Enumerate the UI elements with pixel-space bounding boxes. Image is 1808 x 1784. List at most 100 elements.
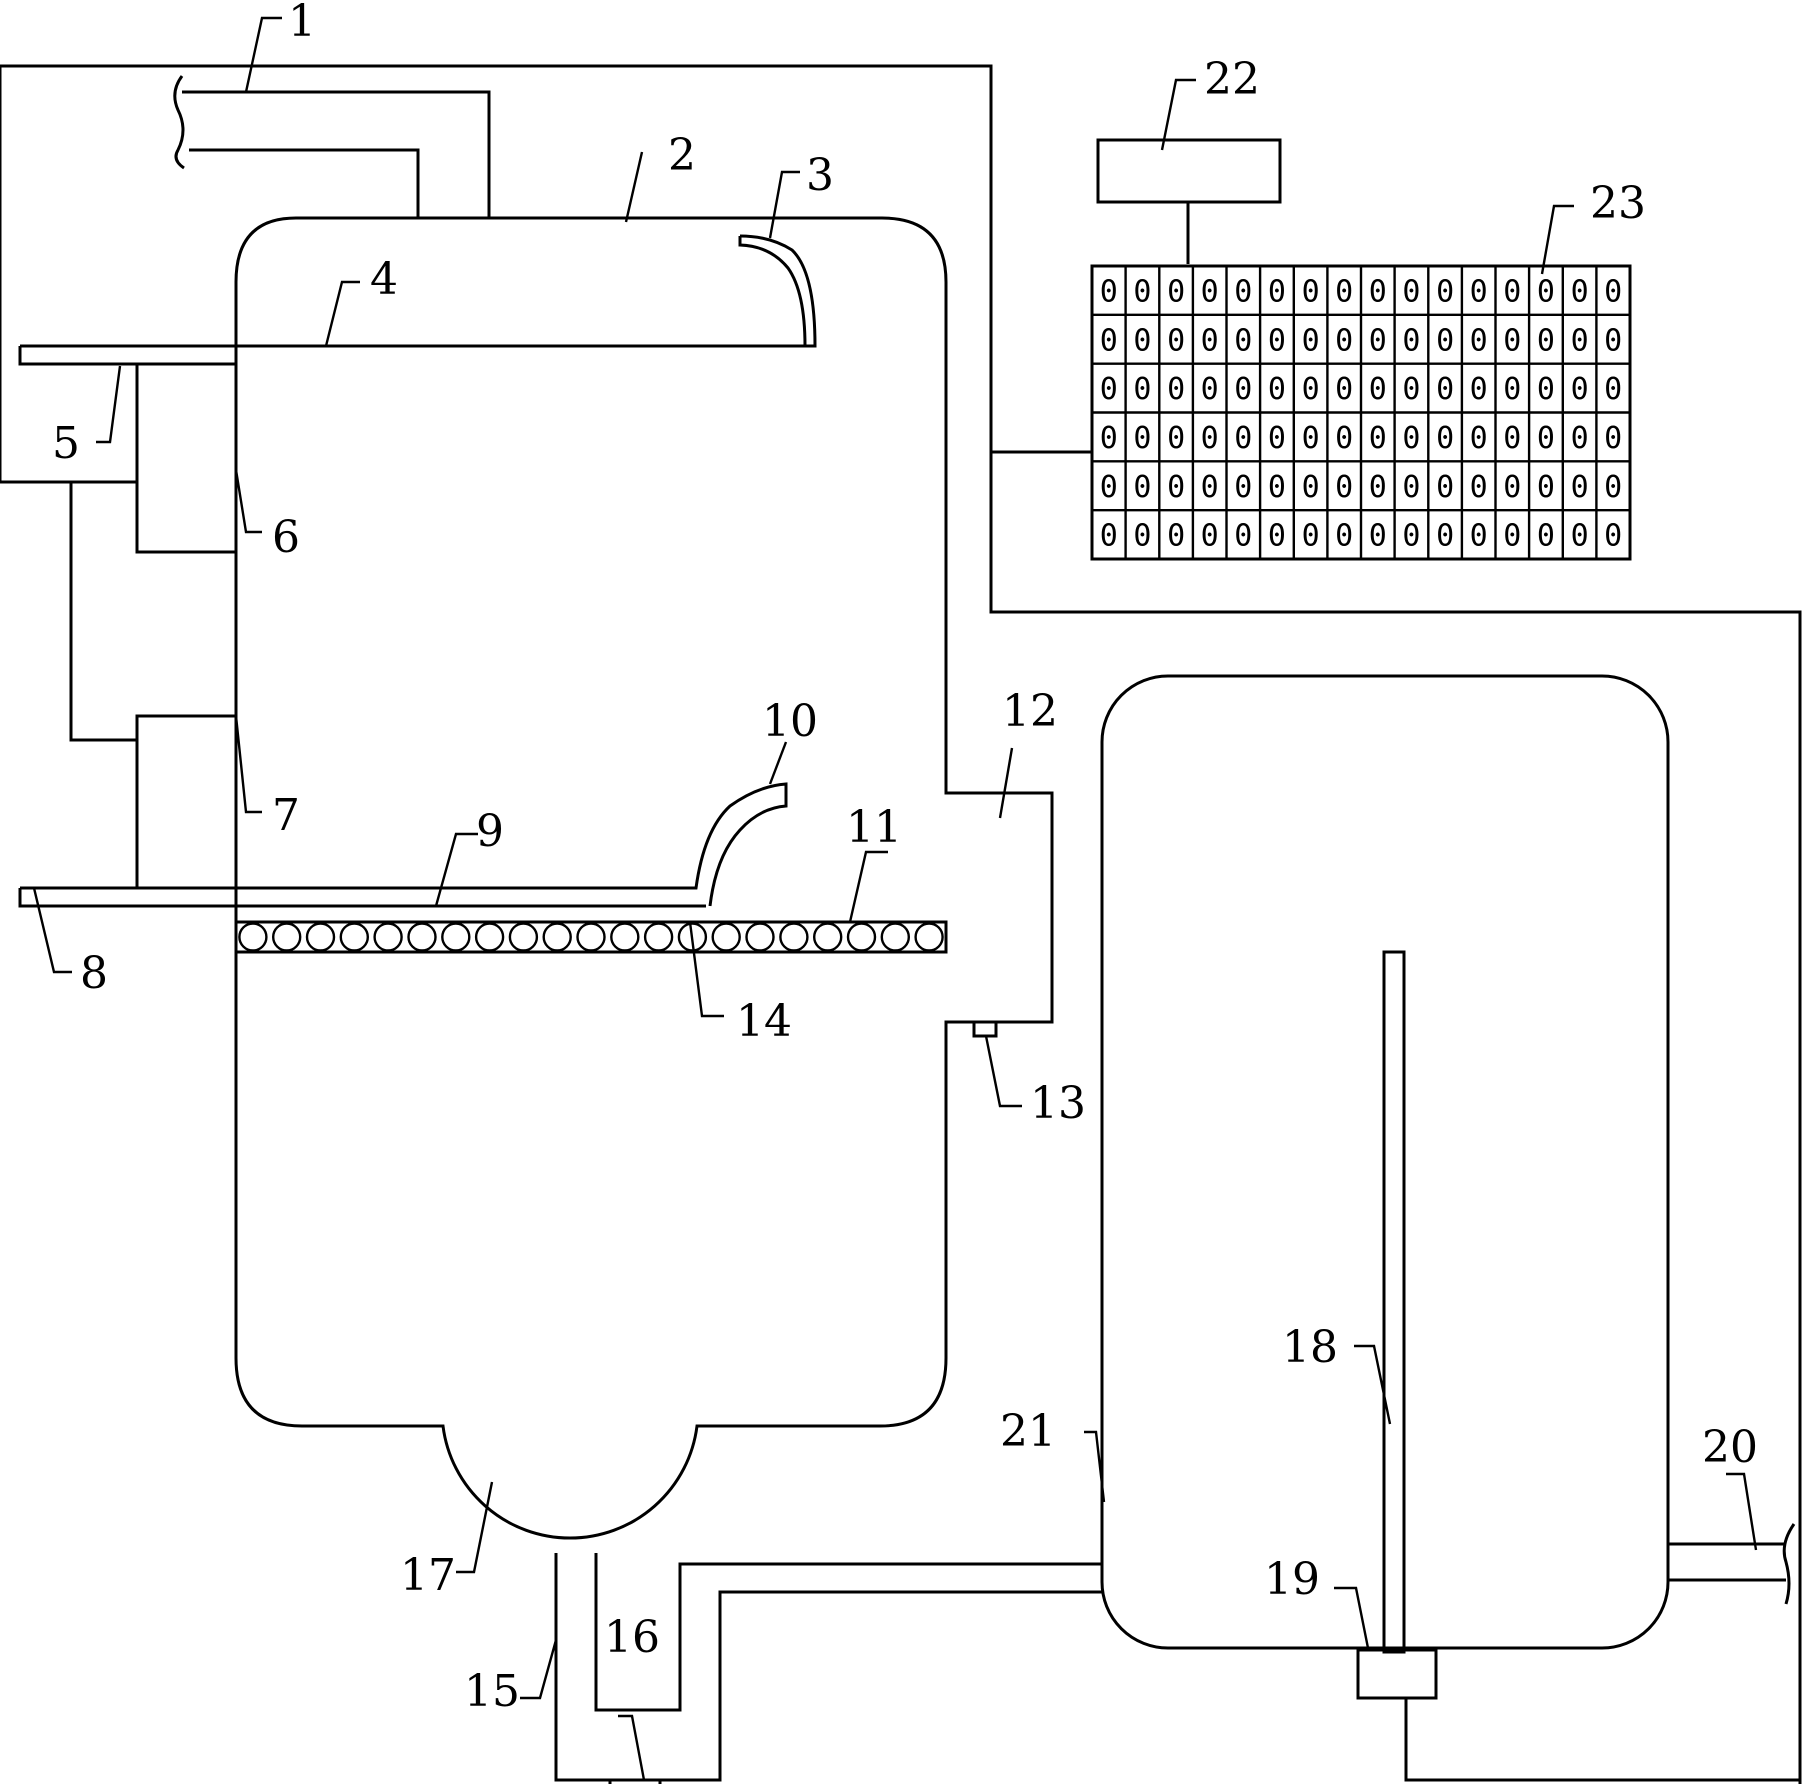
display-digit: 0 (1470, 372, 1488, 407)
display-digit: 0 (1402, 421, 1420, 456)
display-digit: 0 (1167, 421, 1185, 456)
filter-ball (542, 922, 572, 952)
display-digit: 0 (1201, 323, 1219, 358)
rod-base-wire (1404, 1698, 1800, 1782)
lower-spray-top (236, 782, 788, 907)
main-tank (234, 216, 1054, 1540)
display-digit: 0 (1470, 274, 1488, 309)
display-digit: 0 (1302, 323, 1320, 358)
display-digit: 0 (1302, 372, 1320, 407)
display-digit: 0 (1369, 421, 1387, 456)
display-digit: 0 (1571, 274, 1589, 309)
display-digit: 0 (1133, 323, 1151, 358)
display-digit: 0 (1335, 470, 1353, 505)
display-digit: 0 (1268, 323, 1286, 358)
display-digit: 0 (1335, 323, 1353, 358)
display-digit: 0 (1335, 519, 1353, 554)
filter-ball (339, 922, 369, 952)
display-digit: 0 (1268, 519, 1286, 554)
display-digit: 0 (1402, 470, 1420, 505)
display-digit: 0 (1268, 470, 1286, 505)
display-digit: 0 (1167, 470, 1185, 505)
display-digit: 0 (1369, 323, 1387, 358)
display-digit: 0 (1234, 470, 1252, 505)
display-digit: 0 (1470, 323, 1488, 358)
label-3: 3 (806, 150, 834, 201)
display-digit: 0 (1302, 421, 1320, 456)
control-wire-top (0, 64, 1802, 1784)
display-digit: 0 (1369, 519, 1387, 554)
filter-ball (238, 922, 268, 952)
label-4: 4 (370, 254, 398, 305)
inlet-pipe-break (173, 75, 185, 170)
label-7: 7 (272, 790, 300, 841)
display-digit: 0 (1133, 421, 1151, 456)
upper-deflector (738, 236, 807, 347)
display-digit: 0 (1335, 274, 1353, 309)
label-6: 6 (272, 512, 300, 563)
display-digit: 0 (1167, 372, 1185, 407)
display-digit: 0 (1369, 274, 1387, 309)
label-23: 23 (1590, 178, 1646, 229)
filter-ball (813, 922, 843, 952)
label-17: 17 (400, 1550, 456, 1601)
upper-spray-pipe (18, 234, 817, 366)
display-digit: 0 (1335, 421, 1353, 456)
filter-ball (610, 922, 640, 952)
display-digit: 0 (1234, 274, 1252, 309)
label-22: 22 (1204, 54, 1260, 105)
display-digit: 0 (1571, 372, 1589, 407)
display-digit: 0 (1436, 372, 1454, 407)
display-digit: 0 (1133, 372, 1151, 407)
control-wire-left (0, 66, 137, 484)
display-digit: 0 (1604, 372, 1622, 407)
filter-ball (711, 922, 741, 952)
outlet-pipe (554, 1553, 1102, 1782)
filter-ball (643, 922, 674, 952)
display-digit: 0 (1201, 372, 1219, 407)
display-digit: 0 (1133, 519, 1151, 554)
display-digit: 0 (1335, 372, 1353, 407)
display-digit: 0 (1302, 470, 1320, 505)
display-digit: 0 (1470, 470, 1488, 505)
controller-box (1096, 138, 1282, 204)
display-digit: 0 (1537, 274, 1555, 309)
filter-balls (238, 922, 944, 952)
label-14: 14 (736, 996, 792, 1047)
display-digit: 0 (1234, 421, 1252, 456)
display-digit: 0 (1100, 519, 1118, 554)
display-digit: 0 (1503, 274, 1521, 309)
display-digit: 0 (1369, 372, 1387, 407)
display-digit: 0 (1436, 323, 1454, 358)
display-digit: 0 (1537, 421, 1555, 456)
filter-plate (234, 920, 948, 954)
label-19: 19 (1264, 1554, 1320, 1605)
display-digit: 0 (1402, 274, 1420, 309)
display-digit: 0 (1100, 323, 1118, 358)
display-digit: 0 (1100, 274, 1118, 309)
display-digit: 0 (1571, 421, 1589, 456)
rod-base (1356, 1648, 1438, 1700)
display-digit: 0 (1201, 470, 1219, 505)
label-10: 10 (762, 696, 818, 747)
display-digit: 0 (1503, 421, 1521, 456)
label-12: 12 (1002, 686, 1058, 737)
display-digit: 0 (1100, 470, 1118, 505)
display-digit: 0 (1537, 323, 1555, 358)
display-digit: 0 (1402, 323, 1420, 358)
label-15: 15 (464, 1666, 520, 1717)
label-5: 5 (52, 418, 80, 469)
label-21: 21 (1000, 1406, 1056, 1457)
display-digit: 0 (1167, 274, 1185, 309)
display-digit: 0 (1436, 274, 1454, 309)
display-digit: 0 (1268, 372, 1286, 407)
upper-actuator-box (135, 364, 236, 554)
stirring-rod (1382, 950, 1406, 1654)
display-digit: 0 (1537, 519, 1555, 554)
display-digit: 0 (1604, 519, 1622, 554)
display-digit: 0 (1503, 470, 1521, 505)
display-digit: 0 (1133, 274, 1151, 309)
display-digit: 0 (1604, 421, 1622, 456)
display-digit: 0 (1436, 519, 1454, 554)
